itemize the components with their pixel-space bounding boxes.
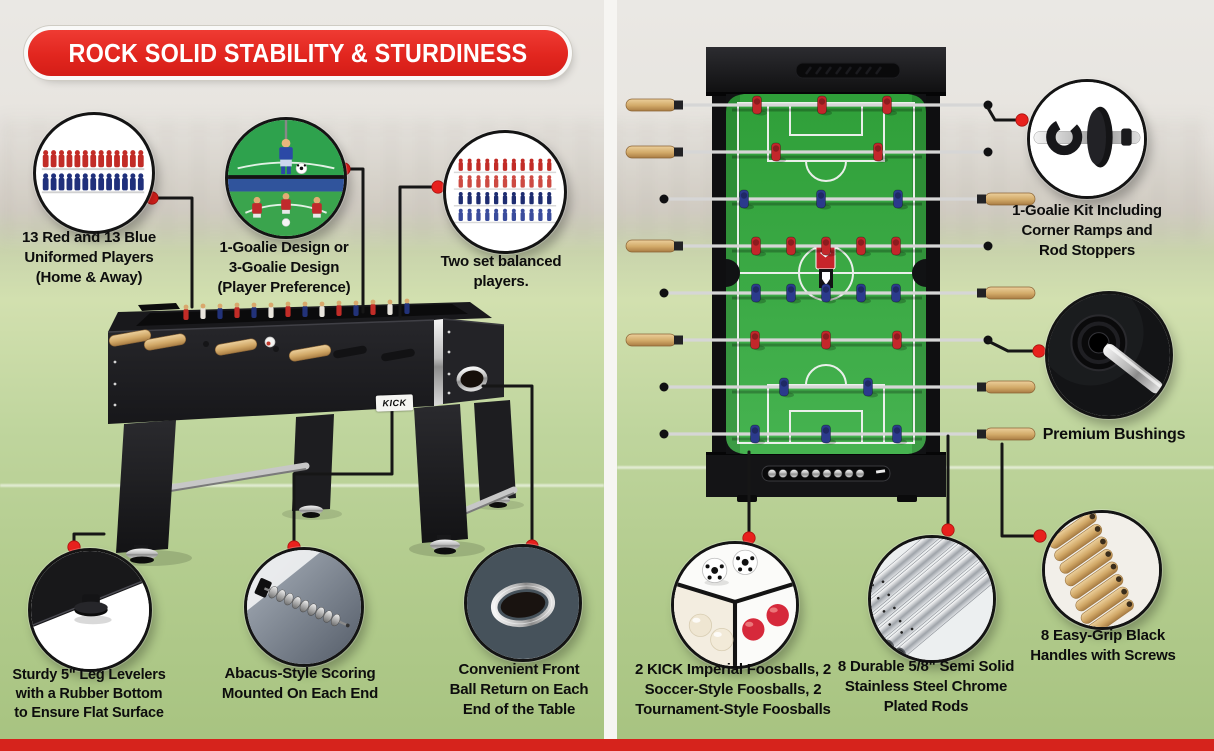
ball-return-photo: [464, 544, 582, 662]
abacus-scoring-photo: [244, 547, 364, 667]
caption-line: Uniformed Players: [24, 249, 154, 266]
headline-banner: ROCK SOLID STABILITY & STURDINESS: [28, 30, 568, 76]
foosballs-photo: [671, 541, 799, 669]
ball-return-port: [456, 366, 488, 392]
caption-line: Mounted On Each End: [221, 685, 379, 702]
caption-line: 3-Goalie Design: [228, 259, 340, 276]
caption-line: 8 Durable 5/8" Semi Solid: [837, 658, 1015, 675]
caption-line: Corner Ramps and: [1021, 222, 1153, 239]
goalie-kit-caption: 1-Goalie Kit Including Corner Ramps and …: [997, 201, 1177, 261]
caption-line: Handles with Screws: [1030, 647, 1176, 664]
caption-line: Ball Return on Each: [449, 681, 589, 698]
goalie-kit-photo: [1027, 79, 1147, 199]
goalie-design-photo: [225, 117, 347, 239]
goalie-design-caption: 1-Goalie Design or 3-Goalie Design (Play…: [194, 238, 374, 298]
caption-line: with a Rubber Bottom: [15, 686, 163, 702]
kick-brand-plate: KICK: [375, 394, 414, 412]
caption-line: Stainless Steel Chrome: [844, 678, 1008, 695]
uniformed-players-photo: [33, 112, 155, 234]
rods-caption: 8 Durable 5/8" Semi Solid Stainless Stee…: [812, 657, 1040, 717]
caption-line: players.: [473, 273, 529, 290]
caption-line: (Home & Away): [35, 269, 143, 286]
caption-line: to Ensure Flat Surface: [14, 705, 164, 721]
footer-red-bar: [0, 739, 1214, 751]
ball-return-caption: Convenient Front Ball Return on Each End…: [429, 660, 609, 720]
kick-center-logo: [815, 245, 836, 288]
foosball-on-table: [264, 336, 276, 348]
caption-line: 13 Red and 13 Blue: [22, 229, 156, 246]
caption-line: 8 Easy-Grip Black: [1040, 627, 1166, 644]
caption-line: Convenient Front: [458, 661, 580, 678]
caption-line: 1-Goalie Design or: [219, 239, 349, 256]
balanced-players-caption: Two set balanced players.: [411, 252, 591, 292]
caption-line: Premium Bushings: [1042, 426, 1186, 443]
caption-line: Two set balanced: [440, 253, 562, 270]
foosball-table-top-view: [625, 47, 1036, 502]
foosball-table-side-view: [107, 298, 524, 566]
wooden-handles: [108, 329, 332, 362]
premium-bushings-caption: Premium Bushings: [1014, 424, 1214, 445]
uniformed-players-caption: 13 Red and 13 Blue Uniformed Players (Ho…: [4, 228, 174, 288]
field-line-left: [0, 484, 604, 487]
handles-photo: [1042, 510, 1162, 630]
premium-bushings-photo: [1045, 291, 1173, 419]
chrome-rods-photo: [868, 535, 996, 663]
handles-caption: 8 Easy-Grip Black Handles with Screws: [1000, 626, 1206, 666]
foosballs-caption: 2 KICK Imperial Foosballs, 2 Soccer-Styl…: [619, 660, 847, 720]
field-line-right: [617, 466, 1214, 469]
caption-line: Abacus-Style Scoring: [224, 665, 376, 682]
kick-logo-text: KICK: [382, 397, 407, 409]
abacus-scoring-caption: Abacus-Style Scoring Mounted On Each End: [200, 664, 400, 704]
headline-text: ROCK SOLID STABILITY & STURDINESS: [68, 37, 528, 68]
panel-divider: [604, 0, 617, 739]
leg-levelers-caption: Sturdy 5" Leg Levelers with a Rubber Bot…: [3, 666, 175, 723]
caption-line: End of the Table: [462, 701, 576, 718]
caption-line: Tournament-Style Foosballs: [635, 701, 831, 718]
caption-line: Soccer-Style Foosballs, 2: [644, 681, 822, 698]
caption-line: 2 KICK Imperial Foosballs, 2: [634, 661, 832, 678]
caption-line: Sturdy 5" Leg Levelers: [12, 667, 166, 683]
caption-line: 1-Goalie Kit Including: [1012, 202, 1162, 219]
embossed-brand-logo: [795, 62, 901, 79]
caption-line: (Player Preference): [217, 279, 351, 296]
balanced-players-photo: [443, 130, 567, 254]
caption-line: Rod Stoppers: [1039, 242, 1135, 259]
leg-leveler-photo: [28, 548, 152, 672]
black-handles: [203, 341, 415, 362]
caption-line: Plated Rods: [883, 698, 969, 715]
